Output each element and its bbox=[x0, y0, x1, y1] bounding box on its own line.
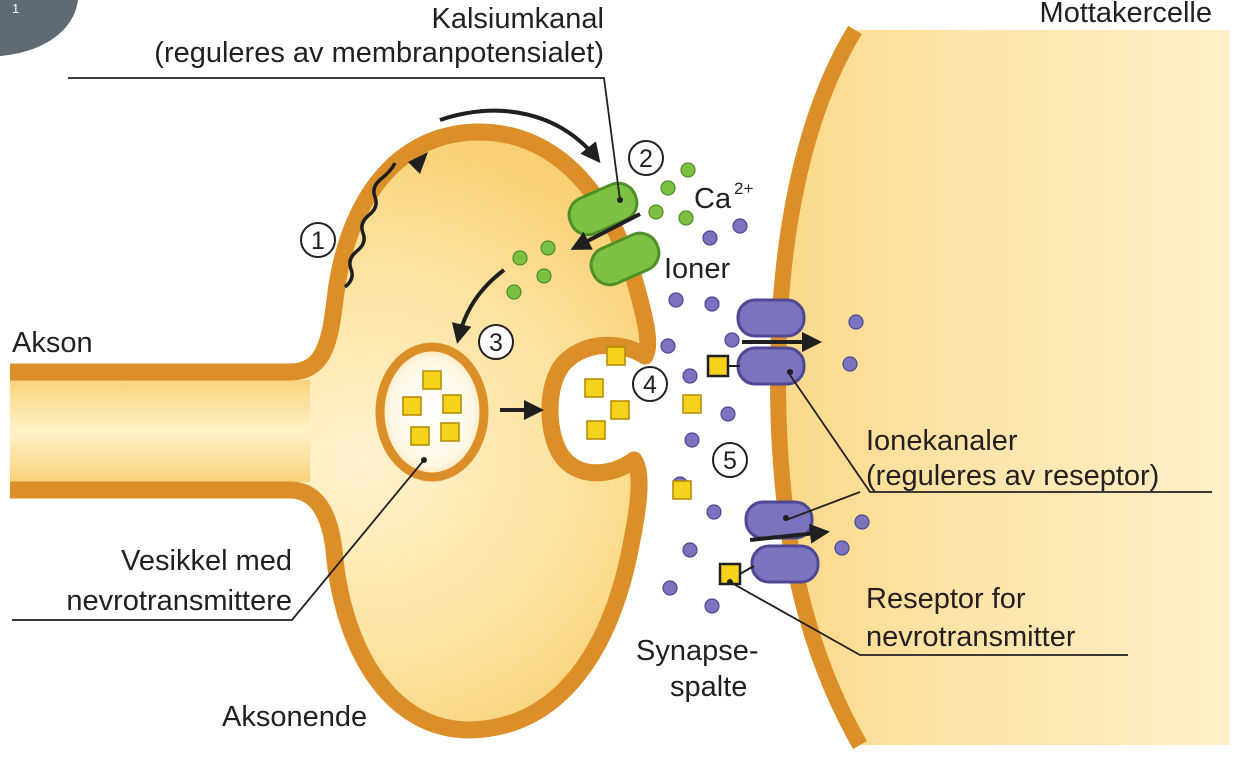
step-5-marker: 5 bbox=[712, 442, 748, 478]
step-1-label: 1 bbox=[311, 227, 325, 255]
calcium-ion-dot bbox=[678, 210, 694, 226]
step-4-marker: 4 bbox=[632, 366, 668, 402]
ion-channels-label: Ionekanaler bbox=[866, 425, 1018, 457]
leader-lines bbox=[12, 77, 1212, 656]
signal-arrow bbox=[439, 108, 601, 164]
released-neurotransmitter bbox=[610, 400, 630, 420]
ion-dot bbox=[732, 218, 748, 234]
synaptic-cleft-sublabel: spalte bbox=[670, 671, 747, 703]
neurotransmitter-in-vesicle bbox=[402, 396, 422, 416]
released-neurotransmitter bbox=[584, 378, 604, 398]
calcium-channel-sublabel: (reguleres av membranpotensialet) bbox=[154, 37, 604, 69]
vesicle bbox=[375, 342, 489, 482]
ion-channels-sublabel: (reguleres av reseptor) bbox=[866, 460, 1159, 492]
axon-label: Akson bbox=[12, 327, 93, 359]
page-badge: 1 bbox=[0, 0, 78, 56]
ion-dot bbox=[704, 296, 720, 312]
calcium-channel-leader-dot bbox=[617, 197, 623, 203]
vesicle-leader-dot bbox=[421, 457, 427, 463]
calcium-ions bbox=[506, 162, 696, 300]
ion-dot bbox=[720, 406, 736, 422]
receiving-cell-label: Mottakercelle bbox=[1040, 0, 1212, 29]
calcium-ion-dot bbox=[506, 284, 522, 300]
ion-dot bbox=[724, 332, 740, 348]
calcium-ion-dot bbox=[540, 240, 556, 256]
ion-dot bbox=[842, 356, 858, 372]
calcium-ion-dot bbox=[512, 250, 528, 266]
step-5-label: 5 bbox=[723, 447, 737, 475]
ion-dot bbox=[682, 542, 698, 558]
ions-label: Ioner bbox=[664, 253, 730, 285]
step-4-label: 4 bbox=[643, 371, 657, 399]
calcium-channel-label: Kalsiumkanal bbox=[432, 3, 604, 35]
ion-dot bbox=[662, 580, 678, 596]
receptor-leader-dot bbox=[727, 579, 733, 585]
calcium-ion-label: Ca bbox=[694, 183, 732, 215]
calcium-ion-dot bbox=[648, 204, 664, 220]
page-badge-number: 1 bbox=[12, 1, 19, 16]
neurotransmitter-in-vesicle bbox=[440, 422, 460, 442]
calcium-ion-dot bbox=[536, 268, 552, 284]
step-2-marker: 2 bbox=[628, 140, 664, 176]
receptor-label: Reseptor for bbox=[866, 583, 1026, 615]
step-1-marker: 1 bbox=[300, 222, 336, 258]
receptor-sublabel: nevrotransmitter bbox=[866, 621, 1076, 653]
neurotransmitters bbox=[402, 346, 702, 500]
released-neurotransmitter bbox=[682, 394, 702, 414]
ion-channel-upper bbox=[706, 298, 822, 386]
released-neurotransmitter bbox=[672, 480, 692, 500]
ion-channel-leader-dot-upper bbox=[787, 369, 793, 375]
released-neurotransmitter bbox=[606, 346, 626, 366]
ion-dot bbox=[668, 292, 684, 308]
calcium-to-vesicle-arrow bbox=[451, 268, 506, 344]
ion-channel-leader-dot-lower bbox=[783, 515, 789, 521]
axon-terminal bbox=[10, 123, 657, 739]
ion-dot bbox=[848, 314, 864, 330]
labels: Kalsiumkanal (reguleres av membranpotens… bbox=[12, 0, 1212, 733]
ion-dot bbox=[702, 230, 718, 246]
neurotransmitter-in-vesicle bbox=[442, 394, 462, 414]
calcium-charge-label: 2+ bbox=[734, 179, 753, 198]
calcium-ion-dot bbox=[680, 162, 696, 178]
ion-dot bbox=[704, 598, 720, 614]
ion-dot bbox=[706, 504, 722, 520]
step-3-marker: 3 bbox=[478, 324, 514, 360]
ion-dot bbox=[660, 338, 676, 354]
action-potential-wave bbox=[343, 152, 428, 289]
axon-terminal-label: Aksonende bbox=[222, 701, 367, 733]
vesicle-sublabel: nevrotransmittere bbox=[66, 585, 292, 617]
step-markers: 1 2 3 4 5 bbox=[300, 140, 748, 478]
step-3-label: 3 bbox=[489, 329, 503, 357]
ion-channel-lower bbox=[718, 500, 830, 586]
ion-dot bbox=[684, 432, 700, 448]
neurotransmitter-in-vesicle bbox=[422, 370, 442, 390]
neurotransmitter-in-vesicle bbox=[410, 426, 430, 446]
step-2-label: 2 bbox=[639, 145, 653, 173]
ion-dot bbox=[834, 540, 850, 556]
synaptic-cleft-label: Synapse- bbox=[636, 635, 759, 667]
ion-dot bbox=[854, 514, 870, 530]
vesicle-label: Vesikkel med bbox=[121, 545, 292, 577]
ion-dot bbox=[682, 368, 698, 384]
calcium-ion-dot bbox=[660, 180, 676, 196]
released-neurotransmitter bbox=[586, 420, 606, 440]
